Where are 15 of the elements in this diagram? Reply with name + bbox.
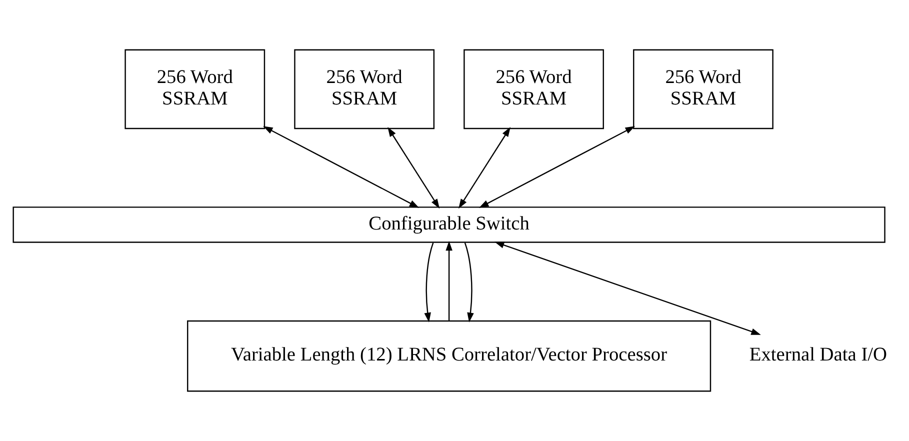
- arrow: [478, 126, 636, 208]
- arrow: [388, 127, 440, 209]
- arrow: [446, 240, 452, 321]
- node-box: 256 Word SSRAM: [124, 49, 266, 130]
- node-box: Configurable Switch: [12, 206, 886, 243]
- node-box: 256 Word SSRAM: [633, 49, 774, 130]
- node-box: 256 Word SSRAM: [464, 49, 604, 130]
- arrow: [464, 242, 474, 322]
- arrow: [263, 126, 420, 208]
- arrow: [458, 127, 510, 209]
- node-box: Variable Length (12) LRNS Correlator/Vector Processor: [187, 320, 712, 392]
- node-text: External Data I/O: [749, 344, 888, 366]
- arrow: [424, 242, 434, 322]
- arrow: [494, 242, 761, 335]
- node-box: 256 Word SSRAM: [294, 49, 435, 130]
